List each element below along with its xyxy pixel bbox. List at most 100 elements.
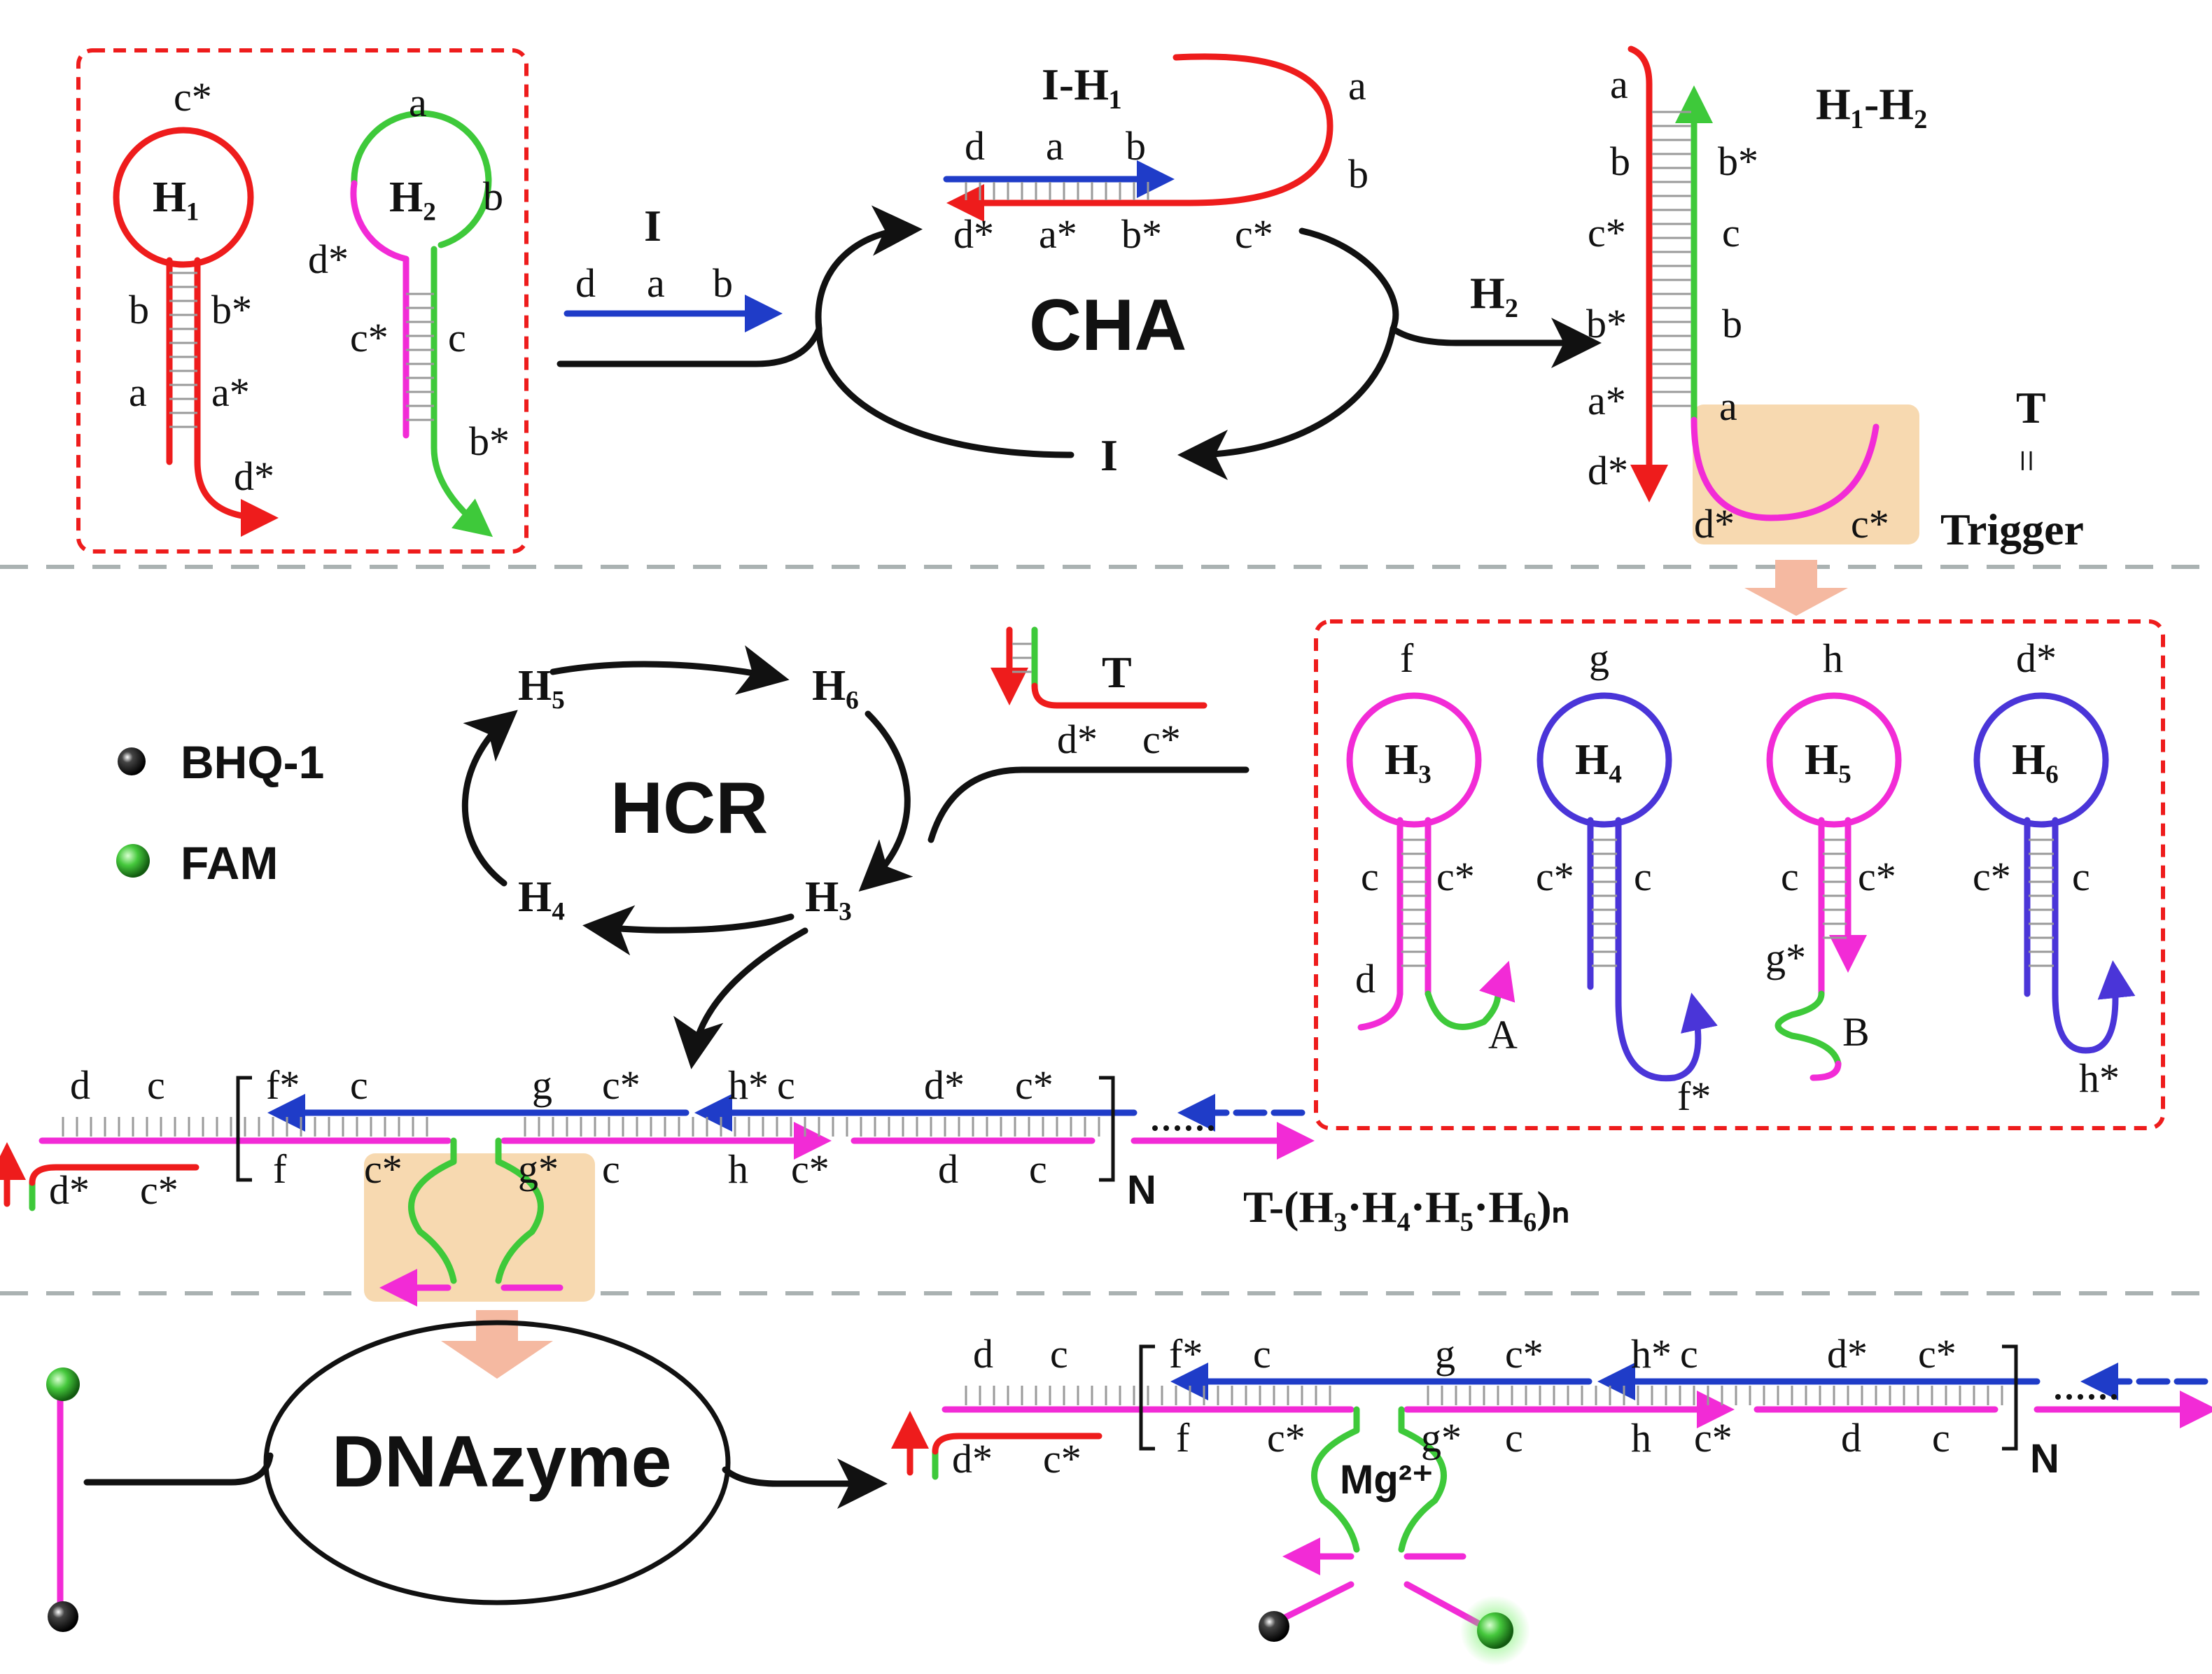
hcr-node-h3: H₃ <box>805 873 852 921</box>
top-left-c: c <box>1050 1331 1068 1377</box>
legend-fam: FAM <box>181 837 278 889</box>
complex1-arm-a: a <box>1348 63 1366 108</box>
dnazyme-cycle <box>263 1320 731 1605</box>
continuation-dot <box>1208 1125 1214 1131</box>
complex1-arm-b: b <box>1348 151 1368 197</box>
hairpin-h1: H₁ c* b a b* a* d* <box>113 74 279 537</box>
complex2-right-c: c <box>1722 210 1740 255</box>
h5-tail: B <box>1842 1009 1870 1055</box>
cha-cycle: CHA I <box>815 205 1399 480</box>
h3-tail-right: A <box>1488 1012 1518 1057</box>
base-pairs <box>965 1386 2017 1405</box>
continuation-dot <box>2111 1394 2117 1400</box>
h2-left: c* <box>350 315 388 360</box>
h6-left: c* <box>1973 854 2011 899</box>
top-domain-3: c* <box>602 1062 640 1108</box>
initiator-a: a <box>647 260 665 306</box>
salmon-arrow-2 <box>441 1310 553 1379</box>
hairpin-h3: H₃ f c c* d A <box>1346 635 1518 1057</box>
repeat-bracket-right <box>1099 1076 1115 1182</box>
top-domain-5: c <box>777 1062 795 1108</box>
hcr-cycle: HCR H₅ H₆ H₃ H₄ <box>462 645 1250 1069</box>
bottom-domain-1: c* <box>1267 1415 1306 1461</box>
bottom-left-d: d* <box>952 1436 993 1482</box>
complex1-bottom-c: c* <box>1235 211 1273 257</box>
trigger-highlight <box>1693 405 1919 544</box>
continuation-dot <box>1152 1125 1158 1131</box>
continuation-dot <box>2100 1394 2106 1400</box>
legend-bhq1: BHQ-1 <box>181 736 324 788</box>
repeat-bracket-left <box>236 1076 252 1182</box>
top-domain-0: f* <box>1169 1331 1203 1377</box>
complex2-right-b: b <box>1722 301 1742 346</box>
h1-tail: d* <box>234 453 274 499</box>
h3-right: c* <box>1436 854 1475 899</box>
repeat-count: N <box>2030 1436 2059 1482</box>
h6-right: c <box>2072 854 2090 899</box>
dnazyme-core-right <box>1398 1406 1447 1553</box>
cleaved-fam <box>1477 1612 1513 1649</box>
top-left-d: d <box>973 1331 993 1377</box>
bhq1-legend-marker <box>118 747 146 775</box>
trigger-label: T <box>2016 383 2046 432</box>
bottom-left-d: d* <box>49 1167 90 1213</box>
h2-loop-label: a <box>409 80 427 125</box>
dnazyme-core-right <box>495 1137 544 1284</box>
bottom-domain-4: h <box>1631 1415 1651 1461</box>
top-domain-3: c* <box>1505 1331 1544 1377</box>
bottom-domain-0: f <box>1176 1415 1190 1461</box>
h2-right-top: b <box>483 174 503 219</box>
top-domain-4: h* <box>728 1062 769 1108</box>
top-domain-2: g <box>1435 1331 1455 1377</box>
bottom-domain-1: c* <box>364 1146 402 1192</box>
h3-name: H₃ <box>1385 736 1432 784</box>
dnazyme-output-arrow <box>722 1458 888 1509</box>
complex1-top-b: b <box>1126 123 1146 169</box>
bottom-left-c: c* <box>1043 1436 1082 1482</box>
metal-ion-label: Mg²⁺ <box>1340 1457 1434 1503</box>
hcr-label: HCR <box>610 768 768 849</box>
repeat-bracket-left <box>1139 1344 1155 1451</box>
top-domain-0: f* <box>266 1062 300 1108</box>
cleaved-bhq <box>1259 1611 1289 1642</box>
trigger-t-label: T <box>1102 647 1132 697</box>
bottom-domain-0: f <box>273 1146 287 1192</box>
h2-arrow <box>1390 318 1602 368</box>
trigger-t-c: c* <box>1142 717 1181 762</box>
continuation-dot <box>2089 1394 2094 1400</box>
hcr-node-h4: H₄ <box>518 873 565 921</box>
hairpin-h6: H₆ d* c* c h* <box>1973 635 2136 1101</box>
dnazyme-core-left <box>408 1137 457 1284</box>
h4-right: c <box>1634 854 1652 899</box>
h1-left-b: b <box>129 287 149 332</box>
complex2-right-bstar: b* <box>1718 139 1758 184</box>
h5-loop: h <box>1823 635 1843 681</box>
substrate-fam <box>46 1367 80 1401</box>
hcr-node-h5: H₅ <box>518 662 565 710</box>
h2-arrow-label: H₂ <box>1470 268 1518 318</box>
continuation-dot <box>1186 1125 1191 1131</box>
top-domain-1: c <box>1253 1331 1271 1377</box>
hairpin-box-2 <box>1314 619 2165 1130</box>
initiator-b: b <box>713 260 733 306</box>
h3-left: c <box>1361 854 1379 899</box>
h4-left: c* <box>1536 854 1574 899</box>
hairpin-h4: H₄ g c* c f* <box>1536 635 1718 1119</box>
cha-label: CHA <box>1029 285 1186 366</box>
complex2-left-c: c* <box>1588 210 1626 255</box>
cleaved-fragment-left <box>1278 1581 1354 1623</box>
complex2-loop-d: d* <box>1694 501 1735 547</box>
h5-right: c* <box>1858 854 1896 899</box>
recycle-label: I <box>1100 430 1118 480</box>
h1-name: H₁ <box>153 174 200 221</box>
h4-name: H₄ <box>1575 736 1622 784</box>
salmon-arrow-1 <box>1744 560 1848 616</box>
trigger-equals: = <box>2004 449 2050 472</box>
bottom-domain-2: g* <box>518 1146 559 1192</box>
h2-left-top: d* <box>308 237 349 282</box>
